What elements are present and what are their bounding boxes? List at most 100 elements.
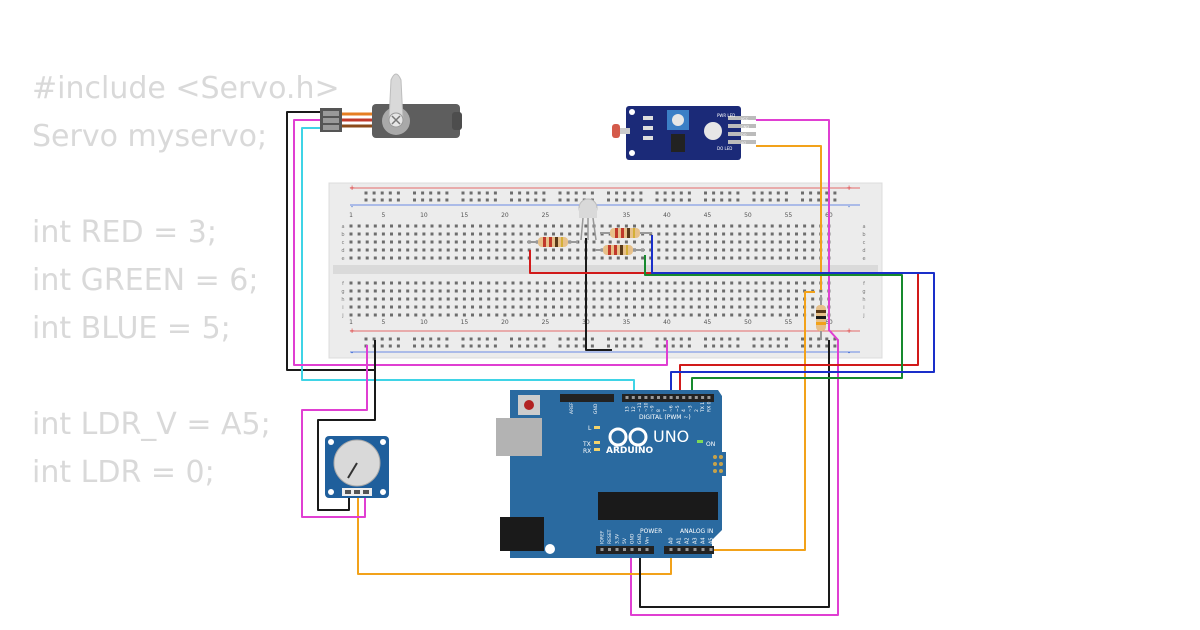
wire-green-led[interactable] — [644, 255, 903, 395]
arduino-digital-pin[interactable] — [644, 396, 648, 399]
code-line: int GREEN = 6; — [32, 263, 259, 298]
ldr-module[interactable]: PWR LED DO LED VCC GND DO AO — [612, 106, 756, 160]
arduino-digital-pin[interactable] — [682, 396, 686, 399]
wire-black-gnd[interactable] — [639, 340, 830, 608]
wire-red-led[interactable] — [529, 250, 919, 395]
arduino-digital-pin-label: ~9 — [650, 405, 656, 412]
breadboard-column-number: 35 — [623, 319, 631, 326]
resistor[interactable] — [600, 228, 652, 238]
arduino-power-pin[interactable] — [615, 548, 619, 551]
arduino-digital-pin[interactable] — [657, 396, 660, 399]
breadboard-row-letter: b — [341, 232, 344, 238]
arduino-tx-label: TX — [582, 441, 591, 448]
breadboard-column-number: 5 — [381, 212, 385, 219]
code-line: #include <Servo.h> — [32, 71, 340, 106]
wire-orange-ldr[interactable] — [756, 145, 822, 290]
breadboard-column-number: 5 — [381, 319, 385, 326]
arduino-model-label: UNO — [653, 427, 689, 446]
resistors[interactable] — [527, 228, 826, 340]
breadboard-rail-minus: - — [351, 349, 354, 357]
ldr-pin-do: DO — [741, 133, 747, 137]
arduino-digital-pin-label: ~6 — [669, 405, 675, 412]
arduino-analog-pin[interactable] — [693, 548, 697, 551]
arduino-digital-pin[interactable] — [669, 396, 673, 399]
arduino-power-pin[interactable] — [630, 548, 634, 551]
resistor[interactable] — [527, 237, 578, 247]
breadboard-row-letter: d — [341, 248, 344, 254]
arduino-digital-pin[interactable] — [650, 396, 654, 399]
breadboard-row-letter: c — [863, 240, 866, 246]
wire-black-led[interactable] — [585, 238, 612, 351]
arduino-digital-pin-label: 7 — [662, 409, 668, 412]
breadboard-column-number: 15 — [461, 319, 469, 326]
arduino-analog-pin[interactable] — [669, 548, 673, 551]
arduino-digital-pin[interactable] — [694, 396, 698, 399]
arduino-analog-pin-label: A4 — [701, 537, 707, 544]
arduino-digital-pin-label: TX 1 — [700, 402, 706, 413]
breadboard-column-number: 10 — [420, 212, 428, 219]
wire-orange-a5[interactable] — [712, 291, 815, 551]
breadboard-column-number: 1 — [349, 212, 353, 219]
arduino-analog-pin[interactable] — [709, 548, 713, 551]
arduino-digital-pin[interactable] — [688, 396, 692, 399]
arduino-power-pin-label: IOREF — [600, 530, 606, 544]
arduino-digital-pin[interactable] — [625, 396, 629, 399]
arduino-digital-pin-label: ~11 — [637, 402, 643, 412]
wire-black-pot[interactable] — [317, 345, 376, 511]
ldr-pin-vcc: VCC — [741, 117, 749, 121]
breadboard-row-letter: h — [862, 297, 865, 303]
breadboard-row-letter: d — [862, 248, 865, 254]
arduino-digital-pin[interactable] — [631, 396, 635, 399]
breadboard-column-number: 55 — [785, 212, 793, 219]
wire-pink-ldr[interactable] — [630, 119, 839, 616]
wire-pink-pot[interactable] — [301, 345, 368, 518]
arduino-analog-pin[interactable] — [685, 548, 689, 551]
wire-orange-pot[interactable] — [357, 495, 672, 575]
arduino-analog-pin-label: A1 — [677, 537, 683, 544]
arduino-digital-pin-label: RX 0 — [706, 401, 712, 412]
breadboard-row-letter: j — [341, 313, 343, 319]
arduino-digital-pin[interactable] — [663, 396, 667, 399]
breadboard[interactable]: 1155101015152020252530303535404045455050… — [328, 182, 883, 359]
arduino-digital-pin-label: 4 — [681, 409, 687, 412]
arduino-digital-pin[interactable] — [701, 396, 705, 399]
arduino-power-pin[interactable] — [638, 548, 641, 551]
wire-pink-servo[interactable] — [293, 119, 668, 366]
servo-motor[interactable] — [320, 73, 462, 138]
arduino-digital-pin-label: 8 — [656, 409, 662, 412]
arduino-analog-pin[interactable] — [701, 548, 705, 551]
breadboard-row-letter: a — [862, 224, 865, 230]
arduino-digital-pin[interactable] — [638, 396, 642, 399]
potentiometer[interactable] — [325, 436, 389, 498]
resistor-vertical[interactable] — [816, 295, 826, 340]
wire-cyan-servo[interactable] — [301, 127, 635, 393]
arduino-analog-pin[interactable] — [677, 548, 681, 551]
resistor[interactable] — [595, 245, 645, 255]
breadboard-row-letter: f — [863, 281, 865, 287]
breadboard-column-number: 10 — [420, 319, 428, 326]
arduino-digital-label: DIGITAL (PWM ~) — [639, 414, 691, 421]
wires[interactable] — [286, 111, 935, 616]
arduino-analog-pin-label: A2 — [685, 537, 691, 544]
arduino-digital-pin[interactable] — [675, 396, 679, 399]
arduino-power-pin[interactable] — [645, 548, 649, 551]
wire-blue-led[interactable] — [651, 235, 935, 395]
arduino-analog-pin-label: A5 — [709, 537, 715, 544]
rgb-led[interactable] — [578, 198, 598, 241]
arduino-on-label: ON — [706, 441, 715, 448]
arduino-uno[interactable]: UNO ARDUINO DIGITAL (PWM ~) POWER ANALOG… — [496, 390, 726, 558]
breadboard-column-number: 40 — [663, 212, 671, 219]
breadboard-column-number: 15 — [461, 212, 469, 219]
arduino-power-pin[interactable] — [608, 548, 611, 551]
arduino-l-label: L — [588, 425, 592, 432]
ldr-do-led-label: DO LED — [717, 146, 732, 151]
arduino-digital-pin[interactable] — [707, 396, 711, 399]
arduino-power-pin[interactable] — [623, 548, 626, 551]
breadboard-column-number: 25 — [542, 212, 550, 219]
arduino-power-pin[interactable] — [600, 548, 604, 551]
arduino-power-pin-label: RESET — [607, 529, 613, 544]
